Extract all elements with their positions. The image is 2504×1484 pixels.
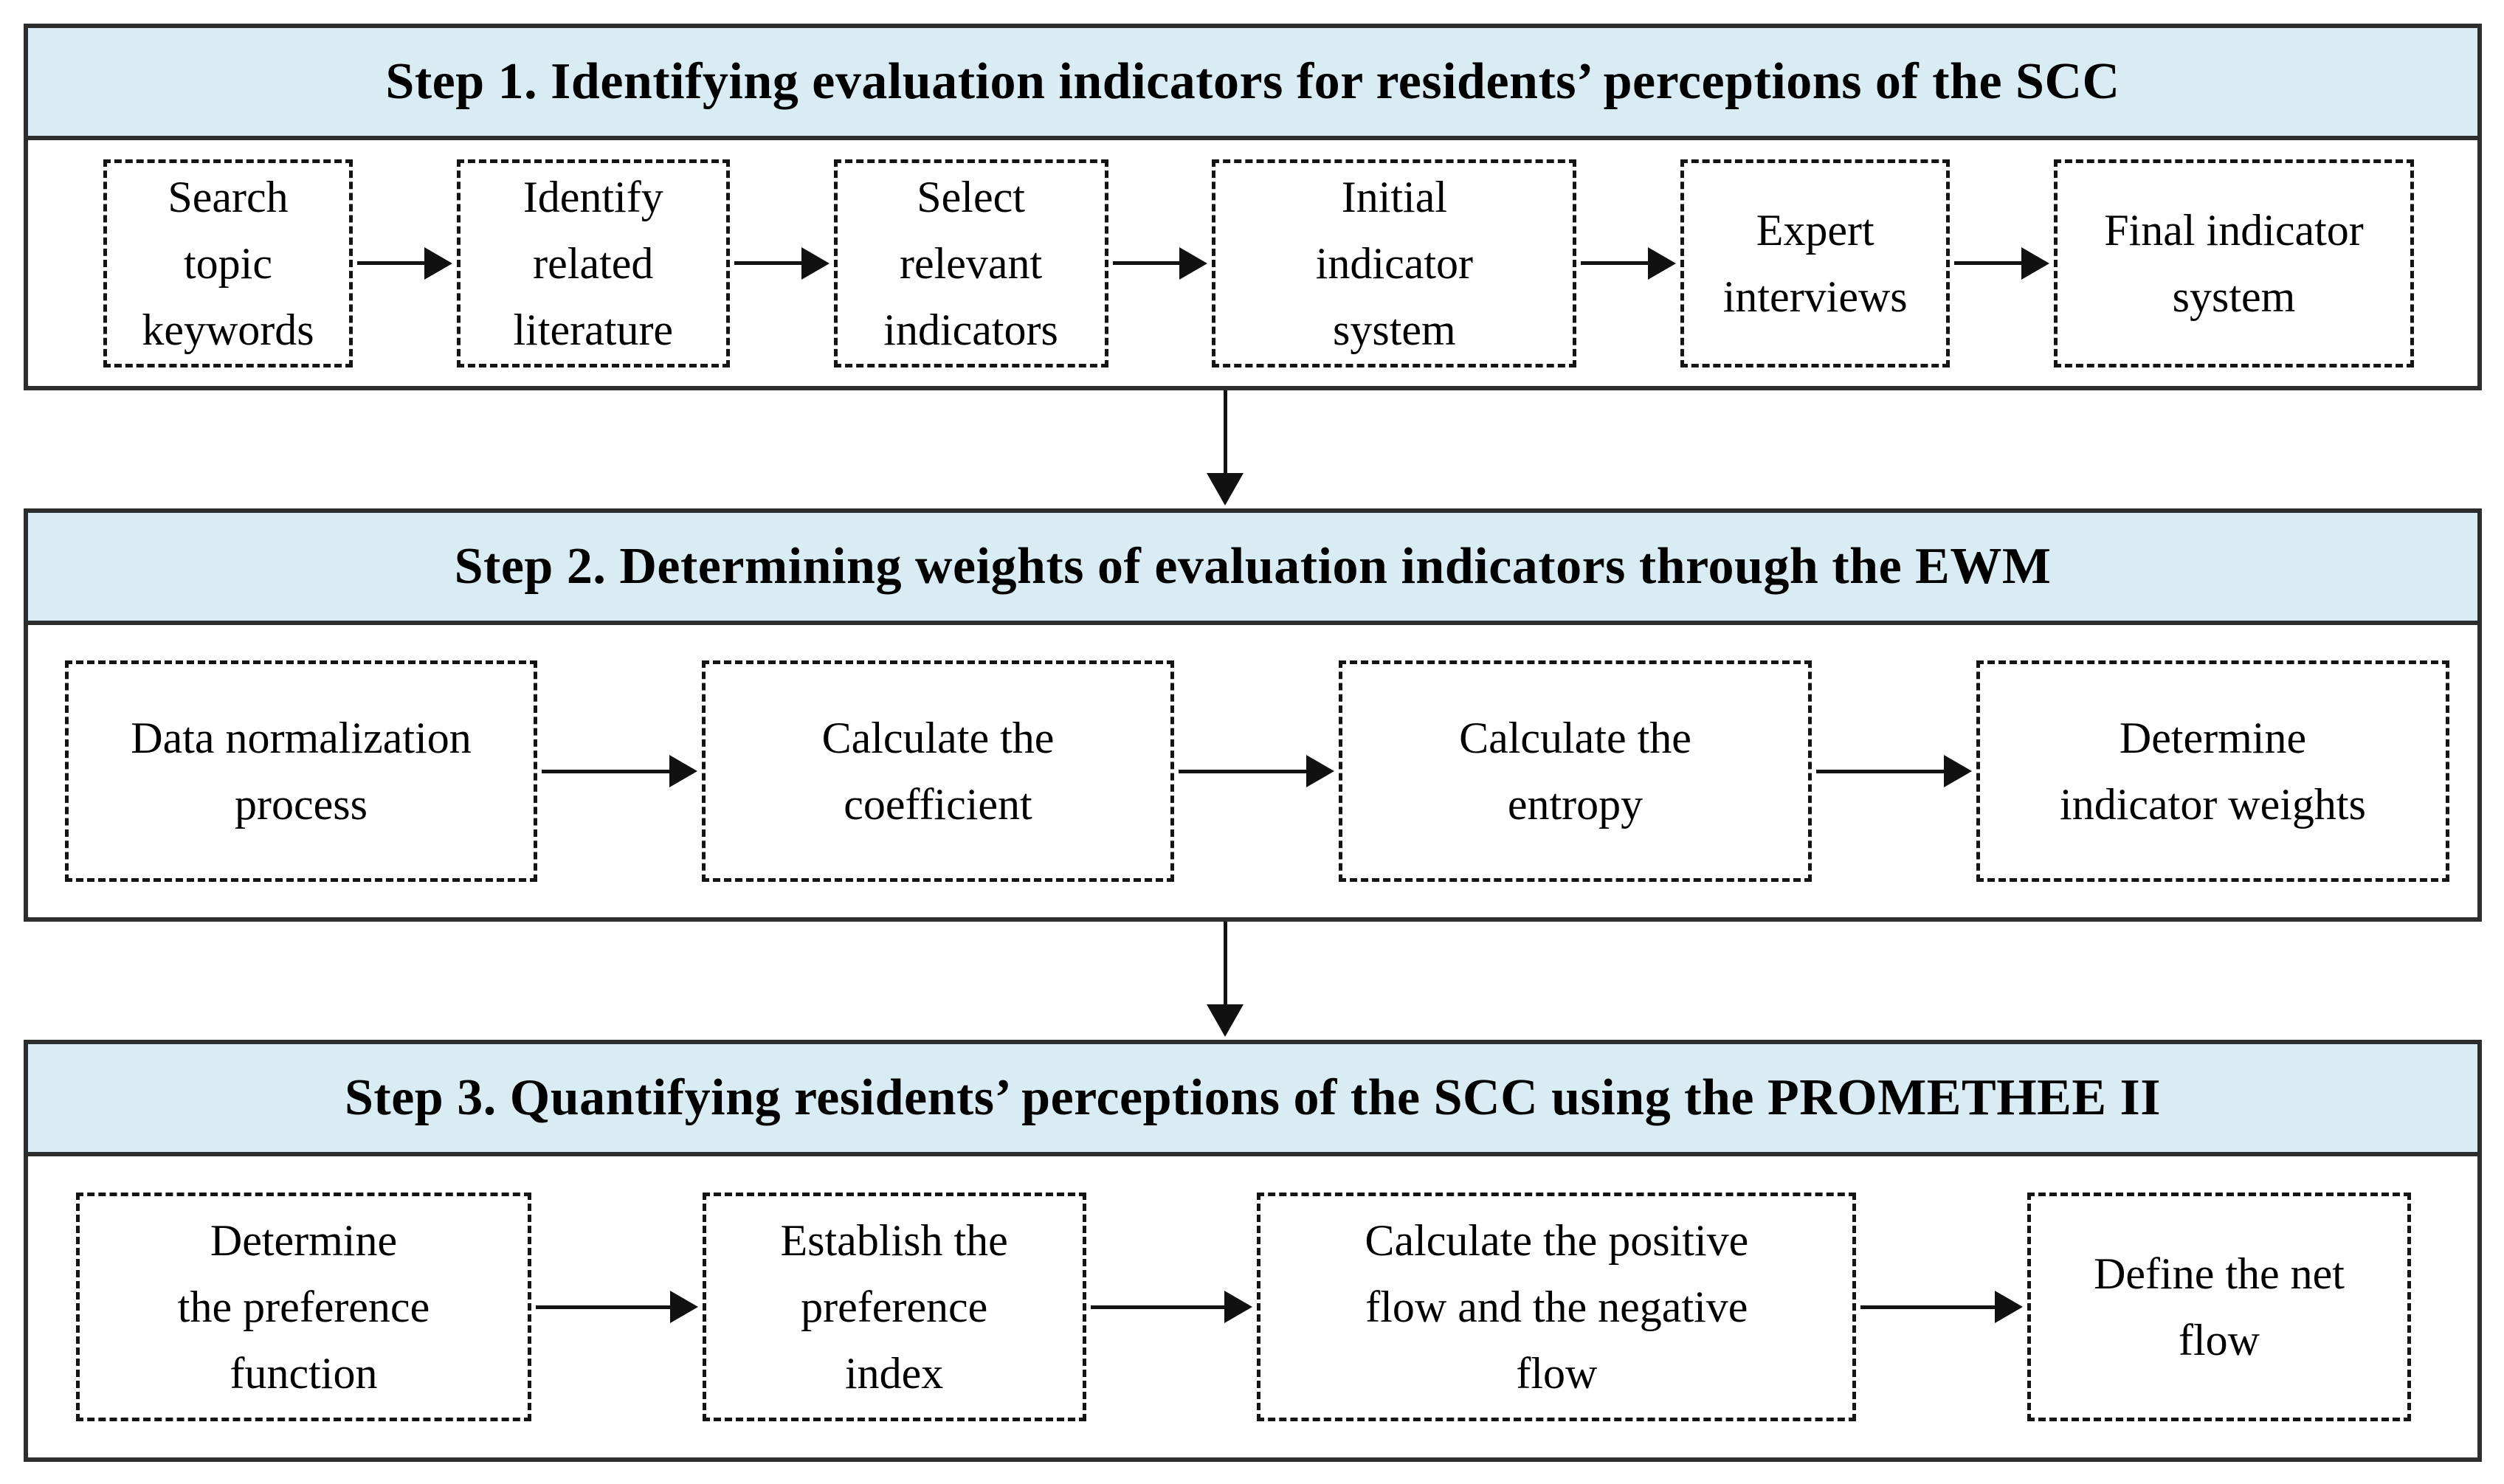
flow-box-final-indicator-system: Final indicator system (2053, 159, 2414, 367)
flow-box-label: Determine the preference function (177, 1216, 430, 1398)
arrow-head (669, 755, 697, 787)
arrow-head (1306, 755, 1334, 787)
flow-box-determine-the-preference-function: Determine the preference function (76, 1193, 531, 1421)
step1-title: Step 1. Identifying evaluation indicator… (385, 53, 2120, 110)
step1-section: Step 1. Identifying evaluation indicator… (24, 24, 2482, 390)
step2-section: Step 2. Determining weights of evaluatio… (24, 508, 2482, 922)
arrow-line (1179, 769, 1308, 773)
flow-box-define-the-net-flow: Define the net flow (2027, 1193, 2412, 1421)
right-arrow-icon (1581, 246, 1677, 280)
right-arrow-icon (734, 246, 830, 280)
flow-box-label: Select relevant indicators (883, 172, 1058, 354)
flow-box-label: Determine indicator weights (2060, 714, 2366, 829)
arrow-line (1090, 1305, 1227, 1309)
flow-box-initial-indicator-system: Initial indicator system (1212, 159, 1577, 367)
flow-box-calculate-the-coefficient: Calculate the coefficient (702, 660, 1174, 882)
right-arrow-icon (357, 246, 452, 280)
flow-box-label: Calculate the coefficient (821, 714, 1055, 829)
step2-body: Data normalization process Calculate the… (28, 625, 2477, 917)
arrow-head (1995, 1291, 2024, 1323)
arrow-line (357, 261, 426, 265)
flow-box-label: Data normalization process (131, 714, 472, 829)
flow-box-calculate-positive-and-negative-flow: Calculate the positive flow and the nega… (1257, 1193, 1857, 1421)
right-arrow-icon (1090, 1291, 1253, 1323)
arrow-line (1581, 261, 1650, 265)
step2-to-step3-gap (24, 922, 2482, 1040)
right-arrow-icon (1179, 755, 1334, 787)
arrow-line (542, 769, 671, 773)
flow-box-expert-interviews: Expert interviews (1680, 159, 1951, 367)
arrow-line (1223, 922, 1227, 1006)
flow-box-label: Final indicator system (2104, 205, 2364, 321)
step1-header: Step 1. Identifying evaluation indicator… (28, 28, 2477, 140)
step3-title: Step 3. Quantifying residents’ perceptio… (345, 1069, 2161, 1126)
arrow-head (2021, 246, 2049, 280)
arrow-head (1224, 1291, 1253, 1323)
right-arrow-icon (1816, 755, 1972, 787)
arrow-line (1223, 390, 1227, 474)
arrow-line (1954, 261, 2023, 265)
step3-body: Determine the preference function Establ… (28, 1156, 2477, 1457)
flow-box-select-relevant-indicators: Select relevant indicators (833, 159, 1108, 367)
arrow-head (424, 246, 452, 280)
flow-box-label: Define the net flow (2094, 1249, 2345, 1364)
flow-box-identify-related-literature: Identify related literature (456, 159, 730, 367)
flow-box-search-topic-keywords: Search topic keywords (103, 159, 353, 367)
flow-box-label: Establish the preference index (780, 1216, 1008, 1398)
arrow-line (734, 261, 803, 265)
flow-box-data-normalization-process: Data normalization process (65, 660, 537, 882)
arrow-line (1112, 261, 1182, 265)
step3-section: Step 3. Quantifying residents’ perceptio… (24, 1040, 2482, 1462)
arrow-head (1648, 246, 1677, 280)
flow-box-label: Calculate the entropy (1459, 714, 1691, 829)
arrow-head (1207, 473, 1244, 505)
right-arrow-icon (1112, 246, 1208, 280)
right-arrow-icon (542, 755, 697, 787)
right-arrow-icon (1860, 1291, 2024, 1323)
flow-box-label: Expert interviews (1722, 205, 1908, 321)
down-arrow-icon (1207, 390, 1244, 505)
flow-box-calculate-the-entropy: Calculate the entropy (1339, 660, 1812, 882)
down-arrow-icon (1207, 922, 1244, 1037)
arrow-line (1816, 769, 1945, 773)
flow-box-label: Calculate the positive flow and the nega… (1365, 1216, 1749, 1398)
step1-to-step2-gap (24, 390, 2482, 508)
flow-box-determine-indicator-weights: Determine indicator weights (1976, 660, 2449, 882)
flow-box-label: Search topic keywords (142, 172, 314, 354)
arrow-head (1179, 246, 1208, 280)
arrow-line (1860, 1305, 1997, 1309)
arrow-head (1944, 755, 1972, 787)
right-arrow-icon (1954, 246, 2049, 280)
arrow-head (1207, 1004, 1244, 1037)
step2-header: Step 2. Determining weights of evaluatio… (28, 513, 2477, 625)
arrow-line (536, 1305, 672, 1309)
step2-title: Step 2. Determining weights of evaluatio… (454, 538, 2052, 595)
step3-header: Step 3. Quantifying residents’ perceptio… (28, 1044, 2477, 1156)
arrow-head (669, 1291, 698, 1323)
right-arrow-icon (536, 1291, 698, 1323)
step1-body: Search topic keywords Identify related l… (28, 140, 2477, 386)
arrow-head (801, 246, 830, 280)
flow-box-label: Identify related literature (513, 172, 674, 354)
flow-box-label: Initial indicator system (1315, 172, 1474, 354)
flow-box-establish-the-preference-index: Establish the preference index (702, 1193, 1086, 1421)
